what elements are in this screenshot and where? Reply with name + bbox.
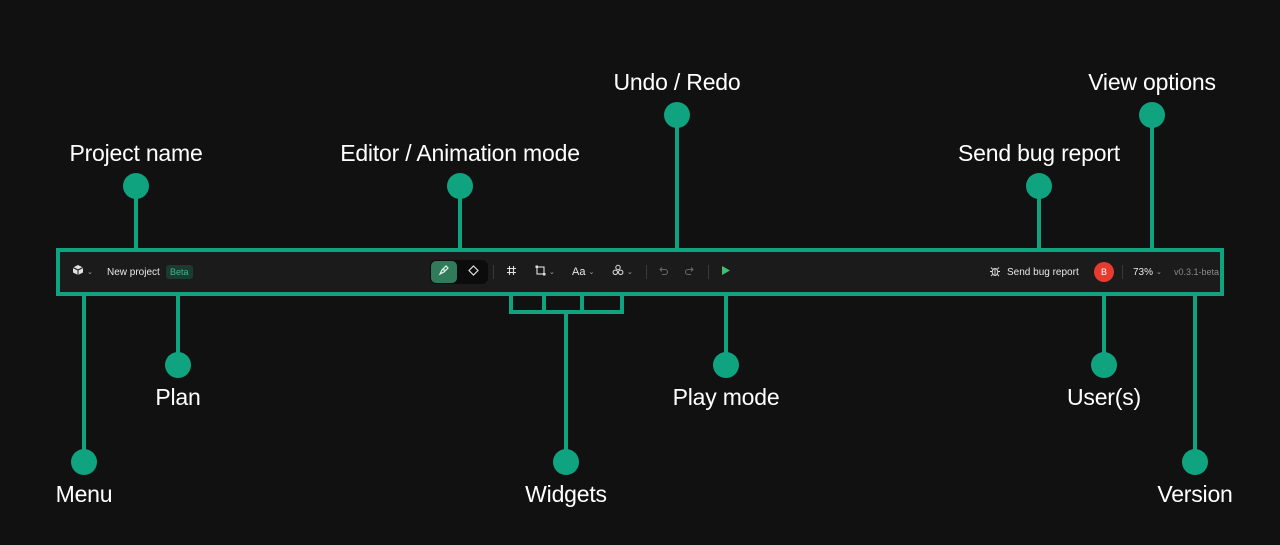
- dot-send-bug: [1026, 173, 1052, 199]
- dot-users: [1091, 352, 1117, 378]
- label-editor-mode: Editor / Animation mode: [340, 140, 580, 166]
- play-icon: [721, 263, 731, 281]
- shape-widget-button[interactable]: ⌄: [535, 252, 555, 292]
- dot-play-mode: [713, 352, 739, 378]
- bug-report-label: Send bug report: [1007, 266, 1079, 278]
- zoom-level: 73%: [1133, 266, 1154, 278]
- undo-icon: [658, 263, 669, 281]
- label-send-bug: Send bug report: [958, 140, 1120, 166]
- play-button[interactable]: [721, 252, 731, 292]
- editor-mode-button[interactable]: [431, 261, 457, 283]
- frame-widget-button[interactable]: [506, 252, 517, 292]
- version-label: v0.3.1-beta: [1174, 267, 1220, 277]
- separator: [646, 265, 647, 279]
- chevron-down-icon: ⌄: [549, 269, 555, 276]
- label-plan: Plan: [155, 384, 201, 410]
- mode-toggle: [430, 260, 488, 284]
- project-name[interactable]: New project: [107, 266, 160, 278]
- label-menu: Menu: [55, 481, 113, 507]
- text-widget-button[interactable]: Aa ⌄: [572, 252, 594, 292]
- components-icon: [612, 263, 624, 281]
- dot-editor-mode: [447, 173, 473, 199]
- redo-button[interactable]: [684, 252, 695, 292]
- redo-icon: [684, 263, 695, 281]
- dot-undo-redo: [664, 102, 690, 128]
- dot-version: [1182, 449, 1208, 475]
- label-users: User(s): [1067, 384, 1141, 410]
- cube-icon: [72, 263, 84, 281]
- dot-menu: [71, 449, 97, 475]
- connector-widgets-bracket: [509, 294, 624, 314]
- bug-icon: [989, 265, 1001, 280]
- label-play-mode: Play mode: [672, 384, 780, 410]
- menu-button[interactable]: ⌄: [72, 252, 93, 292]
- undo-button[interactable]: [658, 252, 669, 292]
- diamond-icon: [467, 263, 479, 281]
- label-project-name: Project name: [69, 140, 203, 166]
- dot-project-name: [123, 173, 149, 199]
- separator: [1122, 265, 1123, 279]
- separator: [493, 265, 494, 279]
- label-version: Version: [1157, 481, 1233, 507]
- label-widgets: Widgets: [525, 481, 607, 507]
- toolbar-outline: [56, 248, 1224, 296]
- chevron-down-icon: ⌄: [627, 269, 633, 276]
- dot-widgets: [553, 449, 579, 475]
- components-widget-button[interactable]: ⌄: [612, 252, 633, 292]
- dot-plan: [165, 352, 191, 378]
- separator: [708, 265, 709, 279]
- label-undo-redo: Undo / Redo: [613, 69, 741, 95]
- bug-report-button[interactable]: Send bug report: [989, 252, 1079, 292]
- rectangle-icon: [535, 263, 546, 281]
- chevron-down-icon: ⌄: [588, 269, 595, 276]
- dot-view-options: [1139, 102, 1165, 128]
- avatar[interactable]: B: [1094, 262, 1114, 282]
- zoom-menu[interactable]: 73% ⌄: [1133, 252, 1162, 292]
- text-icon: Aa: [572, 266, 586, 278]
- animation-mode-button[interactable]: [460, 261, 486, 283]
- hash-icon: [506, 263, 517, 281]
- label-view-options: View options: [1088, 69, 1216, 95]
- chevron-down-icon: ⌄: [87, 269, 93, 276]
- plan-badge[interactable]: Beta: [166, 265, 193, 279]
- chevron-down-icon: ⌄: [1156, 269, 1162, 276]
- toolbar: ⌄ New project Beta ⌄ Aa ⌄: [60, 252, 1220, 292]
- pen-nib-icon: [438, 263, 450, 281]
